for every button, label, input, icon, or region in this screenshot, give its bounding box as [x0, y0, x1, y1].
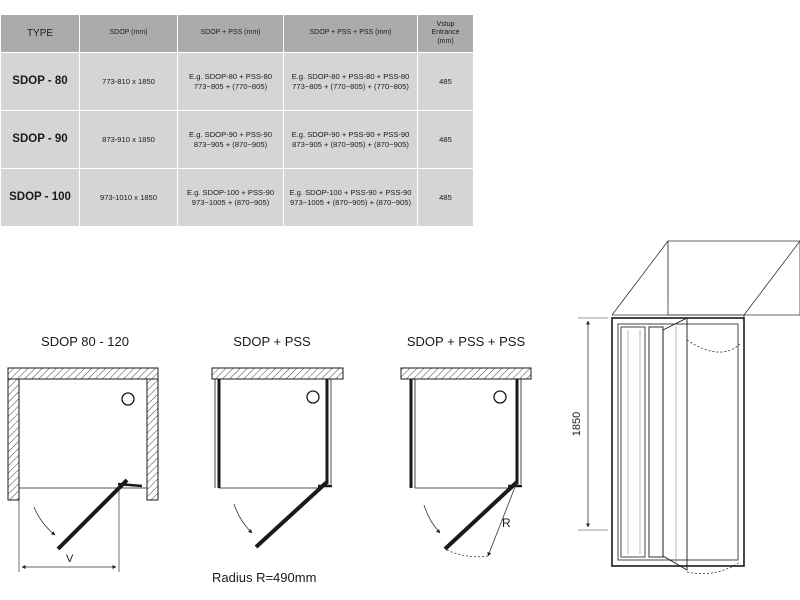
header-type: TYPE — [0, 14, 80, 53]
entrance-cell: 485 — [417, 52, 474, 111]
pss-pss-line: E.g. SDOP-90 + PSS-90 + PSS-90 — [291, 130, 410, 140]
radius-arc — [446, 549, 489, 558]
perspective-view: 1850 — [571, 240, 800, 575]
radius-line — [487, 481, 518, 557]
spec-table: TYPE SDOP (mm) SDOP + PSS (mm) SDOP + PS… — [0, 14, 474, 227]
sdop-cell: 873-910 x 1850 — [79, 110, 178, 169]
table-row: SDOP - 100 973-1010 x 1850 E.g. SDOP-100… — [0, 168, 474, 227]
swing-arc — [33, 506, 56, 536]
drain-icon — [493, 390, 507, 404]
pss-line: E.g. SDOP-90 + PSS-90 — [189, 130, 272, 140]
plan-sdop: V — [7, 367, 159, 572]
radius-note: Radius R=490mm — [212, 570, 316, 585]
pss-line: 773−805 + (770−805) — [193, 81, 268, 91]
pss-cell: E.g. SDOP-90 + PSS-90 873−905 + (870−905… — [177, 110, 284, 169]
entrance-cell: 485 — [417, 110, 474, 169]
pss-cell: E.g. SDOP-100 + PSS-90 973−1005 + (870−9… — [177, 168, 284, 227]
type-cell: SDOP - 80 — [0, 52, 80, 111]
door-leaf-1 — [648, 326, 664, 558]
drain-icon — [121, 392, 135, 406]
pss-cell: E.g. SDOP-80 + PSS-80 773−805 + (770−805… — [177, 52, 284, 111]
door-frame — [611, 317, 745, 567]
pss-line: 873−905 + (870−905) — [193, 139, 268, 149]
wall-back — [667, 240, 800, 316]
height-dimension-label: 1850 — [571, 412, 583, 436]
header-entrance: Vstup Entrance (mm) — [417, 14, 474, 53]
pss-pss-line: 873−905 + (870−905) + (870−905) — [292, 139, 409, 149]
pss-pss-line: 773−805 + (770−805) + (770−805) — [292, 81, 409, 91]
pss-line: E.g. SDOP-80 + PSS-80 — [189, 72, 272, 82]
pss-pss-line: E.g. SDOP-80 + PSS-80 + PSS-80 — [291, 72, 410, 82]
wall-left — [7, 378, 20, 501]
sdop-cell: 973-1010 x 1850 — [79, 168, 178, 227]
door-panel — [254, 480, 329, 549]
diagram-title-sdop: SDOP 80 - 120 — [41, 334, 129, 349]
header-entrance-line: Vstup — [436, 21, 455, 29]
door-panel — [56, 478, 129, 551]
diagram-title-sdop-pss-pss: SDOP + PSS + PSS — [407, 334, 526, 349]
dimension-v-label: V — [66, 553, 74, 565]
header-sdop-pss: SDOP + PSS (mm) — [177, 14, 284, 53]
drain-icon — [306, 390, 320, 404]
pss-line: 973−1005 + (870−905) — [191, 197, 270, 207]
swing-arc — [233, 503, 253, 534]
pss-pss-cell: E.g. SDOP-80 + PSS-80 + PSS-80 773−805 +… — [283, 52, 418, 111]
swing-arc-bottom — [686, 561, 741, 575]
door-leaf-2 — [662, 317, 688, 571]
entrance-cell: 485 — [417, 168, 474, 227]
pss-pss-line: E.g. SDOP-100 + PSS-90 + PSS-90 — [289, 188, 412, 198]
header-sdop-pss-pss: SDOP + PSS + PSS (mm) — [283, 14, 418, 53]
pss-pss-cell: E.g. SDOP-100 + PSS-90 + PSS-90 973−1005… — [283, 168, 418, 227]
type-cell: SDOP - 90 — [0, 110, 80, 169]
door-panel — [443, 480, 519, 551]
wall-top — [7, 367, 159, 380]
wall-right — [146, 378, 159, 501]
table-header-row: TYPE SDOP (mm) SDOP + PSS (mm) SDOP + PS… — [0, 14, 474, 53]
swing-arc — [423, 504, 441, 534]
table-row: SDOP - 80 773-810 x 1850 E.g. SDOP-80 + … — [0, 52, 474, 111]
plan-sdop-pss — [211, 367, 344, 549]
pss-line: E.g. SDOP-100 + PSS-90 — [186, 188, 275, 198]
fixed-panel — [620, 326, 646, 558]
diagram-title-sdop-pss: SDOP + PSS — [233, 334, 311, 349]
wall-top — [400, 367, 532, 380]
header-entrance-line: (mm) — [437, 37, 454, 45]
wall-top — [211, 367, 344, 380]
pss-pss-line: 973−1005 + (870−905) + (870−905) — [290, 197, 411, 207]
radius-r-label: R — [502, 516, 511, 530]
plan-sdop-pss-pss: R — [400, 367, 532, 558]
table-row: SDOP - 90 873-910 x 1850 E.g. SDOP-90 + … — [0, 110, 474, 169]
pss-pss-cell: E.g. SDOP-90 + PSS-90 + PSS-90 873−905 +… — [283, 110, 418, 169]
sdop-cell: 773-810 x 1850 — [79, 52, 178, 111]
swing-arc-top — [686, 339, 741, 353]
header-entrance-line: Entrance — [431, 29, 460, 37]
